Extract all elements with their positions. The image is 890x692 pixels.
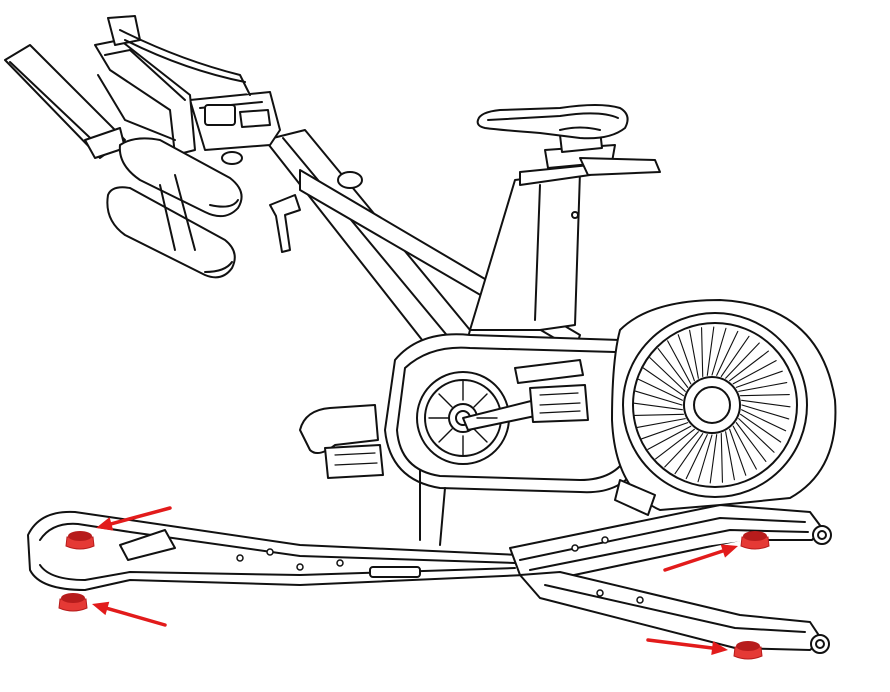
leveling-foot bbox=[740, 531, 770, 550]
flywheel-vane bbox=[701, 327, 704, 378]
flywheel-vane bbox=[738, 418, 775, 453]
flywheel-vane bbox=[732, 425, 757, 470]
front-stabilizer-leg bbox=[27, 510, 526, 591]
seat-post bbox=[469, 164, 591, 331]
flywheel-vane bbox=[711, 327, 727, 376]
pedal-left bbox=[299, 404, 384, 479]
frame-bolts bbox=[236, 536, 644, 604]
callout-arrow bbox=[96, 506, 172, 531]
flywheel-vane bbox=[667, 340, 692, 385]
flywheel-vanes bbox=[633, 326, 791, 484]
callout-arrow bbox=[646, 638, 728, 655]
flywheel-vane bbox=[741, 409, 787, 432]
leveling-foot bbox=[58, 593, 88, 612]
callout-arrows bbox=[92, 506, 738, 655]
leveling-foot bbox=[733, 641, 763, 660]
handlebars bbox=[94, 15, 251, 156]
leveling-feet bbox=[58, 531, 770, 660]
rear-stabilizer-upper bbox=[509, 504, 823, 579]
flywheel-vane bbox=[735, 422, 767, 462]
flywheel-vane bbox=[642, 367, 685, 397]
flywheel-vane bbox=[634, 413, 685, 416]
flywheel-vane bbox=[637, 378, 683, 401]
pedal-right bbox=[514, 359, 589, 423]
flywheel-vane bbox=[664, 431, 699, 468]
flywheel-vane bbox=[725, 342, 760, 379]
flywheel-vane bbox=[636, 418, 686, 428]
flywheel-vane bbox=[741, 399, 791, 408]
callout-arrow bbox=[92, 601, 167, 627]
adjustment-knobs bbox=[221, 151, 363, 253]
callout-arrow bbox=[663, 544, 738, 572]
handlebar-post bbox=[189, 91, 281, 151]
flywheel-vane bbox=[634, 390, 683, 406]
flywheel-vane bbox=[674, 432, 704, 475]
flywheel-vane bbox=[735, 370, 783, 388]
flywheel-vane bbox=[633, 402, 683, 411]
flywheel-vane bbox=[725, 431, 735, 481]
flywheel-vane bbox=[677, 334, 695, 382]
flywheel-vane bbox=[706, 326, 715, 376]
flywheel-vane bbox=[738, 382, 788, 392]
flywheel-vane bbox=[649, 357, 686, 392]
flywheel-vane bbox=[641, 422, 689, 440]
leveling-foot bbox=[65, 531, 95, 550]
flywheel-vane bbox=[716, 330, 739, 376]
flywheel-vane bbox=[729, 428, 747, 476]
saddle bbox=[476, 104, 629, 140]
flywheel-vane bbox=[729, 350, 769, 382]
dumbbell-holder bbox=[106, 137, 243, 279]
flywheel-vane bbox=[741, 404, 790, 420]
flywheel-vane bbox=[689, 329, 699, 379]
rear-stabilizer-lower bbox=[519, 571, 823, 651]
flywheel-vane bbox=[720, 335, 750, 378]
crank-spokes bbox=[428, 379, 498, 457]
flywheel-vane bbox=[655, 428, 695, 460]
flywheel-vane bbox=[720, 432, 723, 483]
flywheel-vane bbox=[739, 413, 782, 443]
flywheel-vane bbox=[685, 434, 708, 480]
flywheel-housing bbox=[611, 299, 837, 516]
transport-wheels bbox=[810, 525, 832, 654]
flywheel-vane bbox=[739, 394, 790, 397]
flywheel-vane bbox=[657, 348, 689, 388]
flywheel-vane bbox=[709, 434, 718, 484]
flywheel-vane bbox=[697, 434, 713, 483]
flywheel-vane bbox=[647, 425, 692, 450]
flywheel-vane bbox=[732, 360, 777, 385]
